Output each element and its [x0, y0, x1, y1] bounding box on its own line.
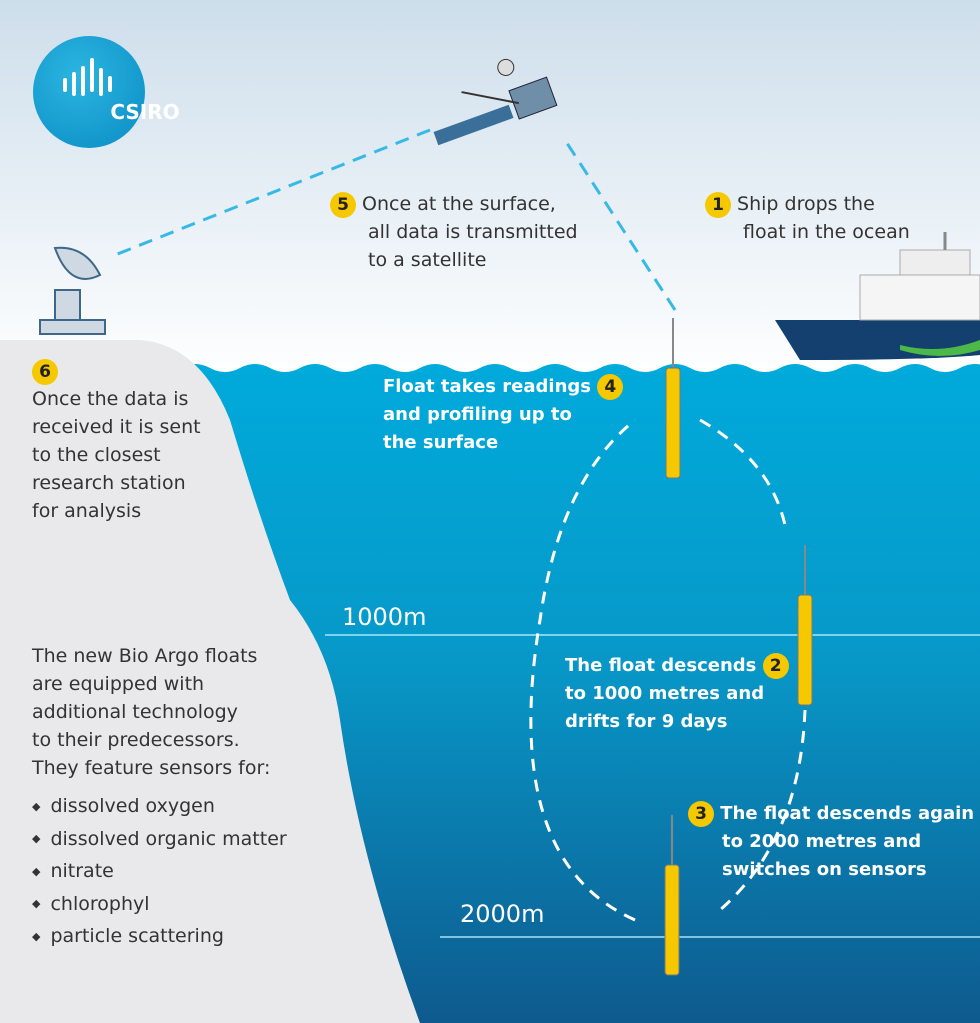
csiro-logo: CSIRO: [33, 36, 180, 148]
ship-icon: [775, 232, 980, 360]
satellite-icon: [433, 58, 558, 146]
ground-station-dish-icon: [39, 246, 106, 335]
bio-argo-description: The new Bio Argo floats are equipped wit…: [32, 642, 287, 953]
step-badge: 2: [762, 653, 789, 679]
sensor-item: dissolved oxygen: [32, 790, 287, 823]
float-cycle-arrows: [529, 418, 807, 922]
float-icons: [664, 318, 813, 976]
sensor-item: chlorophyl: [32, 888, 287, 921]
step-6: 6 Once the data is received it is sent t…: [32, 357, 201, 525]
step-badge: 4: [597, 374, 624, 400]
sensor-item: nitrate: [32, 855, 287, 888]
step-badge: 5: [330, 191, 356, 218]
step-badge: 1: [705, 191, 731, 218]
step-2: The float descends 2 to 1000 metres and …: [565, 652, 789, 736]
step-4: Float takes readings 4 and profiling up …: [383, 373, 624, 457]
step-badge: 6: [32, 358, 58, 385]
step-3: 3 The float descends again to 2000 metre…: [688, 800, 974, 884]
step-1: 1 Ship drops the float in the ocean: [705, 190, 910, 246]
sensor-item: dissolved organic matter: [32, 823, 286, 856]
ocean: [180, 364, 980, 1023]
transmission-arrows: [114, 128, 677, 311]
step-5: 5 Once at the surface, all data is trans…: [330, 190, 578, 274]
csiro-wave-icon: [63, 58, 112, 96]
depth-label-1000: 1000m: [342, 603, 427, 631]
sensor-list: dissolved oxygen dissolved organic matte…: [32, 790, 287, 953]
sensor-item: particle scattering: [32, 920, 287, 953]
step-badge: 3: [688, 801, 714, 827]
depth-label-2000: 2000m: [460, 900, 545, 928]
